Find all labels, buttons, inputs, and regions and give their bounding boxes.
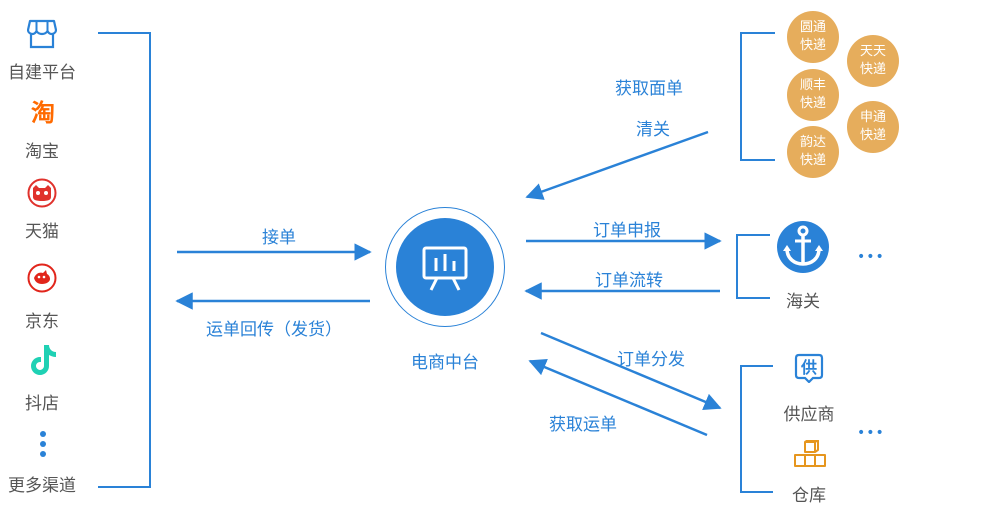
fulfillment-bracket (741, 366, 773, 492)
taobao-icon: 淘 (27, 98, 59, 130)
tmall-icon (27, 178, 57, 212)
courier-yunda: 韵达 快递 (787, 126, 839, 178)
channel-label-self-built: 自建平台 (0, 58, 92, 83)
get-waybill-face-arrow (527, 132, 708, 197)
customs-label: 海关 (772, 287, 834, 312)
channel-label-tmall: 天猫 (0, 217, 92, 242)
channel-label-taobao: 淘宝 (0, 137, 92, 162)
jd-icon (27, 263, 57, 297)
channel-label-jd: 京东 (0, 307, 92, 332)
customs-bracket (737, 235, 770, 298)
customs-more-icon: ••• (857, 249, 885, 265)
flow-label-get-waybill-face: 获取面单 (615, 74, 683, 99)
courier-yto: 圆通 快递 (787, 11, 839, 63)
fulfillment-more-icon: ••• (857, 425, 885, 441)
svg-text:淘: 淘 (31, 99, 55, 126)
courier-sf: 顺丰 快递 (787, 69, 839, 121)
boxes-icon (793, 440, 827, 474)
flow-label-receive-order: 接单 (262, 223, 296, 248)
flow-label-order-declare: 订单申报 (593, 216, 661, 241)
flow-label-order-dispatch: 订单分发 (617, 345, 685, 370)
flow-label-return-waybill: 运单回传（发货） (206, 315, 342, 340)
douyin-icon (28, 343, 58, 381)
warehouse-label: 仓库 (779, 481, 839, 506)
channel-label-more: 更多渠道 (0, 471, 92, 496)
flow-label-customs-clearance: 清关 (636, 115, 670, 140)
flow-label-order-transfer: 订单流转 (595, 266, 663, 291)
more-vertical-icon (38, 430, 48, 462)
anchor-icon (781, 223, 825, 275)
svg-text:供: 供 (800, 358, 817, 377)
center-hub-label: 电商中台 (395, 348, 495, 373)
channel-label-douyin: 抖店 (0, 389, 92, 414)
couriers-bracket (741, 33, 775, 160)
flow-label-get-waybill: 获取运单 (549, 410, 617, 435)
store-icon (27, 17, 57, 53)
presentation-board-icon (420, 243, 470, 297)
courier-sto: 申通 快递 (847, 101, 899, 153)
channels-bracket (98, 33, 150, 487)
courier-tiantian: 天天 快递 (847, 35, 899, 87)
supplier-label: 供应商 (774, 400, 844, 425)
supplier-icon: 供 (793, 351, 825, 387)
